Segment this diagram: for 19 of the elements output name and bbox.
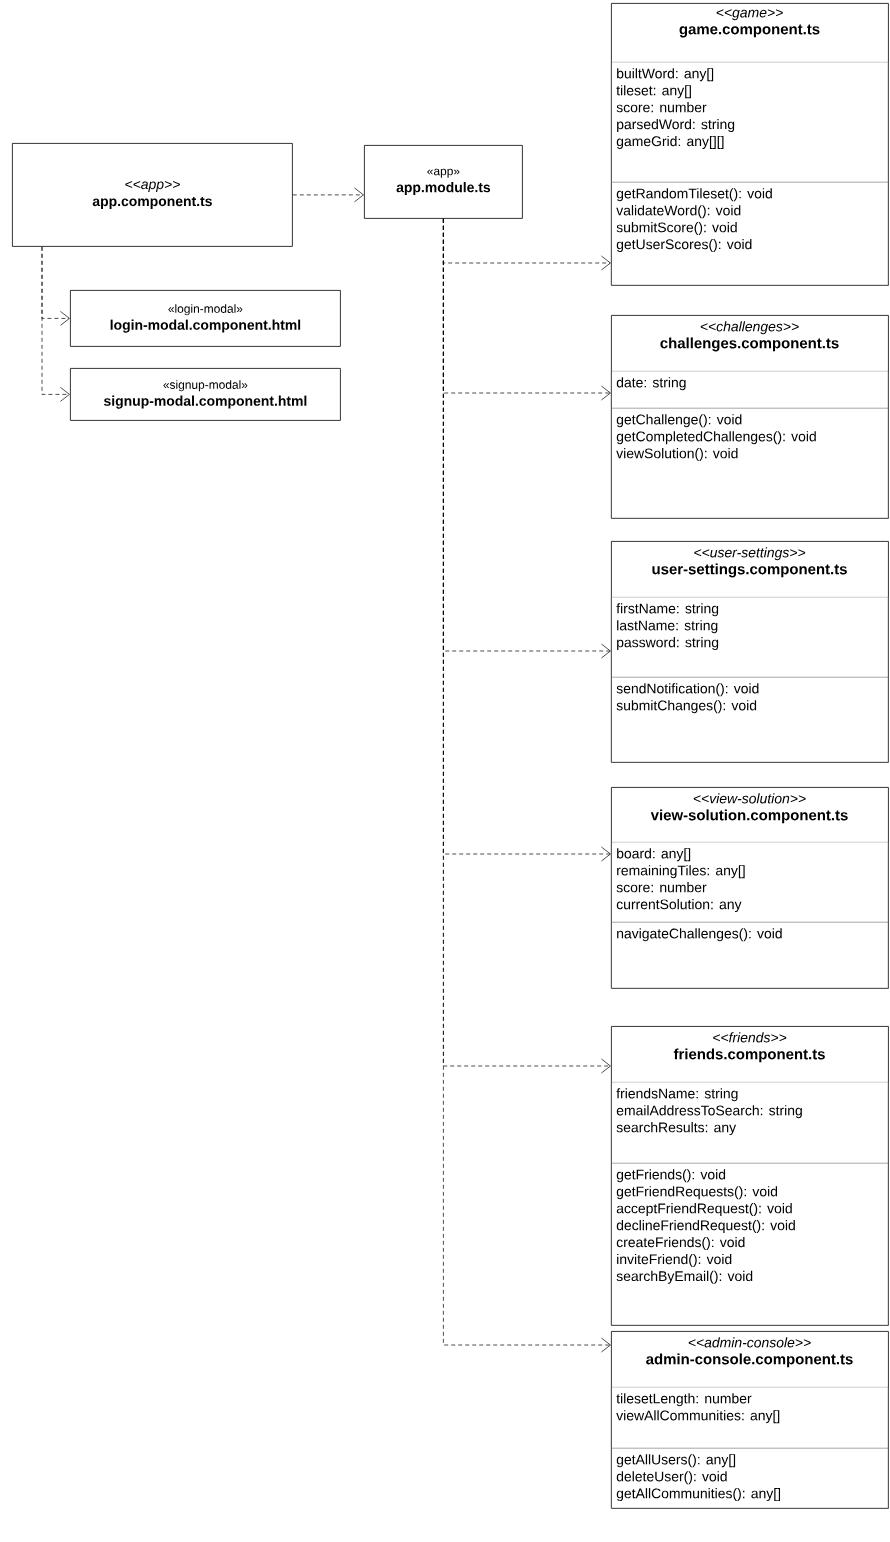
method-list: getFriends(): void getFriendRequests(): void acceptFriendRequest(): void declineFriendRequest(): void createFriends(): void inviteFriend(): void searchByEmail(): void	[611, 1163, 889, 1326]
class-box: «signup-modal» signup-modal.component.html	[70, 368, 341, 421]
method-list: navigateChallenges(): void	[611, 922, 889, 989]
class-box: «app» app.module.ts	[364, 145, 523, 219]
method-list: sendNotification(): void submitChanges(): void	[611, 677, 889, 763]
attribute-list: tilesetLength: number viewAllCommunities: any[]	[611, 1387, 889, 1449]
attribute-list: firstName: string lastName: string password: string	[611, 597, 889, 678]
attribute-list: friendsName: string emailAddressToSearch: string searchResults: any	[611, 1082, 889, 1164]
attribute-list: date: string	[611, 371, 889, 409]
method-list: getRandomTileset(): void validateWord(): void submitScore(): void getUserScores(): void	[611, 182, 889, 286]
dependency-arrow	[292, 187, 364, 203]
method-list: getAllUsers(): any[] deleteUser(): void getAllCommunities(): any[]	[611, 1448, 889, 1509]
dependency-arrow	[41, 246, 70, 402]
class-box: «login-modal» login-modal.component.html	[70, 290, 341, 347]
attribute-list: builtWord: any[] tileset: any[] score: number parsedWord: string gameGrid: any[][]	[611, 62, 889, 183]
attribute-list: board: any[] remainingTiles: any[] score: number currentSolution: any	[611, 842, 889, 923]
method-list: getChallenge(): void getCompletedChallenges(): void viewSolution(): void	[611, 408, 889, 519]
dependency-arrow	[443, 218, 611, 1353]
class-box: <<app>> app.component.ts	[12, 143, 293, 247]
